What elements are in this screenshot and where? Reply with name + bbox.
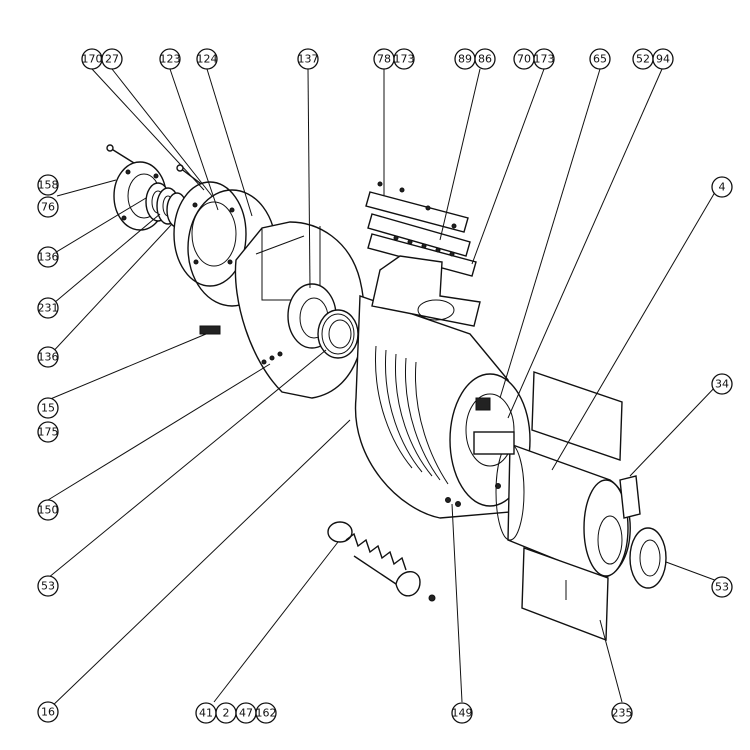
- svg-text:86: 86: [478, 53, 492, 66]
- svg-text:65: 65: [593, 53, 607, 66]
- callout-173: 173: [533, 48, 555, 70]
- svg-text:170: 170: [82, 53, 103, 66]
- svg-text:136: 136: [38, 251, 59, 264]
- callout-76: 76: [37, 196, 59, 218]
- svg-text:89: 89: [458, 53, 472, 66]
- callout-78: 78: [373, 48, 395, 70]
- svg-text:162: 162: [256, 707, 277, 720]
- svg-text:27: 27: [105, 53, 119, 66]
- callout-136: 136: [37, 246, 59, 268]
- svg-text:78: 78: [377, 53, 391, 66]
- callout-53: 53: [37, 575, 59, 597]
- spring-assembly-part: [327, 521, 436, 602]
- callout-4: 4: [711, 176, 733, 198]
- callout-34: 34: [711, 373, 733, 395]
- callout-89: 89: [454, 48, 476, 70]
- callout-53: 53: [711, 576, 733, 598]
- svg-text:15: 15: [41, 402, 55, 415]
- callout-173: 173: [393, 48, 415, 70]
- svg-text:173: 173: [534, 53, 555, 66]
- callout-2: 2: [215, 702, 237, 724]
- callout-15: 15: [37, 397, 59, 419]
- callout-158: 158: [37, 174, 59, 196]
- svg-text:52: 52: [636, 53, 650, 66]
- callout-124: 124: [196, 48, 218, 70]
- svg-text:173: 173: [394, 53, 415, 66]
- rotor-part: [473, 431, 631, 579]
- bearing-right-part: [629, 527, 667, 589]
- svg-text:137: 137: [298, 53, 319, 66]
- svg-text:53: 53: [715, 581, 729, 594]
- callout-175: 175: [37, 421, 59, 443]
- callout-16: 16: [37, 701, 59, 723]
- callout-137: 137: [297, 48, 319, 70]
- svg-text:70: 70: [517, 53, 531, 66]
- callout-47: 47: [235, 702, 257, 724]
- stator-housing-part: [354, 255, 531, 519]
- callout-170: 170: [81, 48, 103, 70]
- callout-52: 52: [632, 48, 654, 70]
- svg-text:136: 136: [38, 351, 59, 364]
- callout-150: 150: [37, 499, 59, 521]
- svg-text:94: 94: [656, 53, 670, 66]
- bearing-left-part: [317, 309, 359, 359]
- callout-94: 94: [652, 48, 674, 70]
- callout-86: 86: [474, 48, 496, 70]
- callout-123: 123: [159, 48, 181, 70]
- svg-text:123: 123: [160, 53, 181, 66]
- svg-text:34: 34: [715, 378, 729, 391]
- lamination-plates-part: [521, 371, 623, 642]
- svg-text:235: 235: [612, 707, 633, 720]
- svg-text:150: 150: [38, 504, 59, 517]
- callout-231: 231: [37, 297, 59, 319]
- callout-65: 65: [589, 48, 611, 70]
- svg-text:231: 231: [38, 302, 59, 315]
- callout-41: 41: [195, 702, 217, 724]
- callout-70: 70: [513, 48, 535, 70]
- callout-136: 136: [37, 346, 59, 368]
- svg-text:149: 149: [452, 707, 473, 720]
- leader-lines: [47, 68, 721, 711]
- callout-235: 235: [611, 702, 633, 724]
- svg-text:175: 175: [38, 426, 59, 439]
- svg-text:158: 158: [38, 179, 59, 192]
- svg-text:76: 76: [41, 201, 55, 214]
- svg-text:2: 2: [223, 707, 230, 720]
- callout-149: 149: [451, 702, 473, 724]
- svg-text:53: 53: [41, 580, 55, 593]
- seal-rings-part: [145, 182, 188, 228]
- end-disc-part: [173, 181, 247, 287]
- svg-text:41: 41: [199, 707, 213, 720]
- callout-27: 27: [101, 48, 123, 70]
- callout-162: 162: [255, 702, 277, 724]
- svg-text:124: 124: [197, 53, 218, 66]
- svg-text:47: 47: [239, 707, 253, 720]
- svg-text:4: 4: [719, 181, 726, 194]
- key-part: [619, 475, 641, 519]
- svg-text:16: 16: [41, 706, 55, 719]
- terminal-board-part: [365, 181, 477, 277]
